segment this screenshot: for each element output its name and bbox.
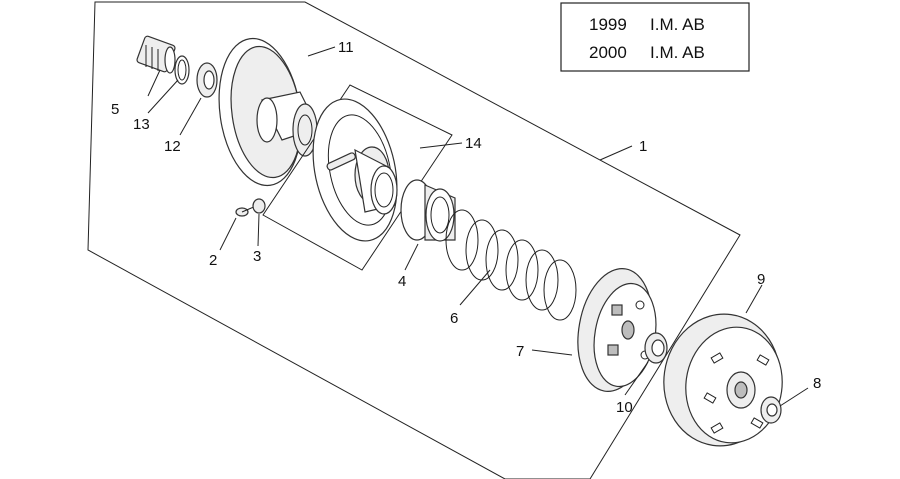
part-14-movable-pulley [312, 98, 398, 242]
callout-2: 2 [209, 252, 217, 269]
callout-14: 14 [465, 135, 482, 152]
callout-12: 12 [164, 138, 181, 155]
code-2000: I.M. AB [650, 43, 705, 62]
model-year-box: 1999 I.M. AB 2000 I.M. AB [560, 2, 750, 72]
part-12-ball-bearing [196, 62, 218, 98]
leader-lines [147, 46, 809, 407]
callout-11: 11 [338, 39, 354, 56]
code-1999: I.M. AB [650, 15, 705, 34]
part-10-nut [644, 332, 668, 364]
part-7-clutch-assembly [577, 268, 657, 392]
callout-13: 13 [133, 116, 150, 133]
year-1999: 1999 [589, 15, 627, 34]
callout-4: 4 [398, 273, 406, 290]
model-year-box-frame [560, 2, 750, 72]
callout-5: 5 [111, 101, 119, 118]
year-2000: 2000 [589, 43, 627, 62]
callout-8: 8 [813, 375, 821, 392]
callout-1: 1 [639, 138, 647, 155]
part-5-needle-bearing [136, 35, 176, 74]
part-6-spring [445, 209, 577, 321]
callout-7: 7 [516, 343, 524, 360]
part-11-fixed-pulley [218, 37, 319, 187]
callout-10: 10 [616, 399, 633, 416]
callout-9: 9 [757, 271, 765, 288]
callout-3: 3 [253, 248, 261, 265]
part-13-snap-ring [174, 55, 190, 85]
part-9-clutch-bell [663, 313, 783, 447]
assembly-outline [87, 1, 741, 479]
part-3-washer [252, 198, 266, 214]
callout-6: 6 [450, 310, 458, 327]
part-8-bell-nut [760, 396, 782, 424]
